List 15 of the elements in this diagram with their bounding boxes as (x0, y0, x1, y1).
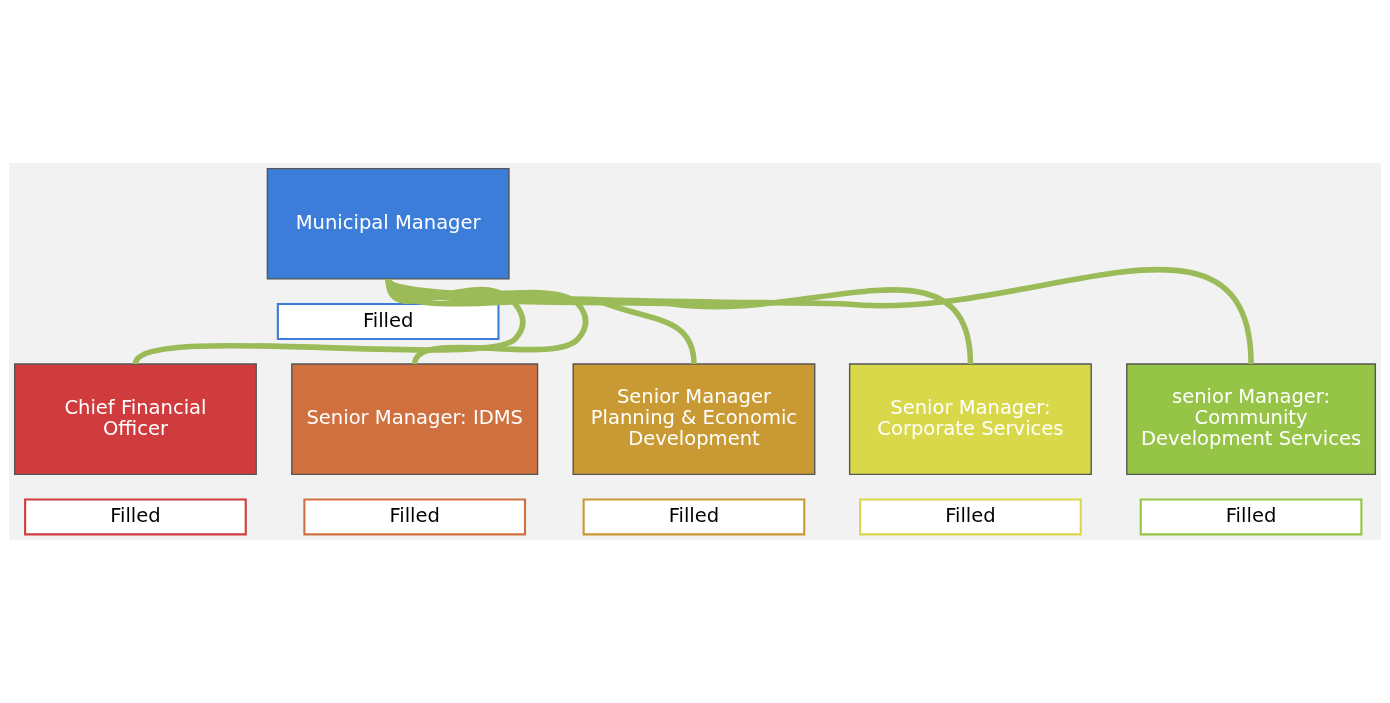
node-box: Municipal Manager (266, 167, 510, 280)
node-box: Filled (582, 498, 806, 536)
connector (133, 278, 526, 366)
node-box: Filled (24, 498, 247, 536)
node-box: Senior Manager: IDMS (291, 363, 539, 476)
node-box: Filled (1139, 498, 1363, 536)
node-box: Chief Financial Officer (13, 363, 257, 476)
node-box: Senior Manager Planning & Economic Development (572, 363, 816, 476)
node-box: Filled (303, 498, 527, 536)
connector (385, 277, 974, 365)
node-box: Filled (276, 303, 500, 340)
node-box: Senior Manager: Corporate Services (848, 363, 1092, 476)
connector (386, 266, 1254, 365)
node-box: Filled (859, 498, 1082, 536)
node-box: senior Manager: Community Development Services (1126, 363, 1377, 476)
